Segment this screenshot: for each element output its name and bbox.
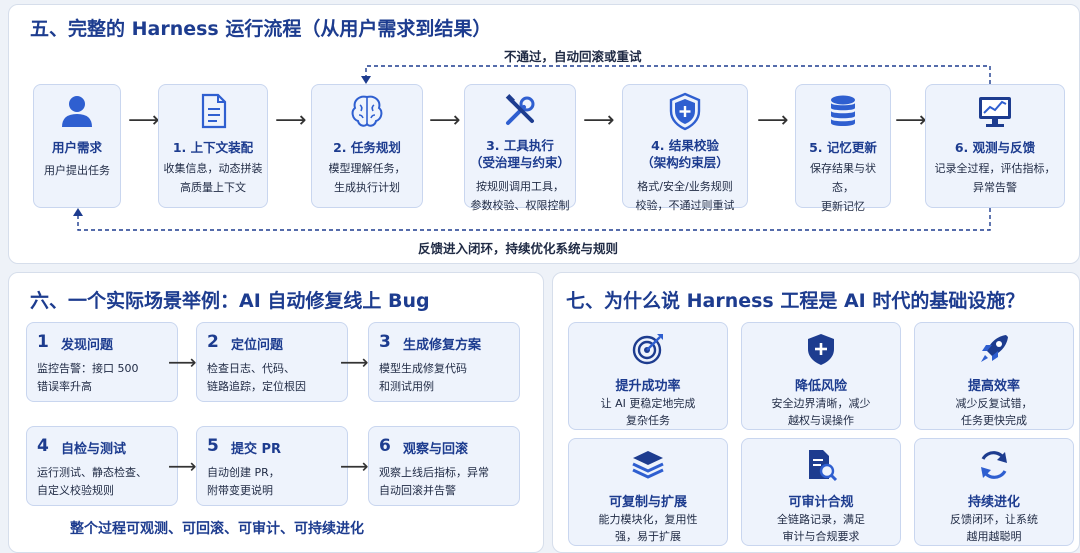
flow-step-context: 1. 上下文装配 收集信息，动态拼装 高质量上下文	[158, 84, 268, 208]
card-number: 1	[37, 332, 49, 352]
scenario-card: 5 提交 PR 自动创建 PR， 附带变更说明	[196, 426, 348, 506]
reason-card: 可复制与扩展 能力模块化，复用性 强，易于扩展	[568, 438, 728, 546]
step-title: 1. 上下文装配	[172, 140, 254, 155]
reason-desc: 安全边界清晰，减少 越权与误操作	[771, 397, 871, 427]
flow-arrow: ⟶	[895, 108, 927, 133]
scenario-arrow: ⟶	[168, 350, 197, 374]
flow-arrow: ⟶	[275, 108, 307, 133]
flow-step-planning: 2. 任务规划 模型理解任务， 生成执行计划	[311, 84, 423, 208]
card-desc: 观察上线后指标，异常 自动回滚并告警	[379, 466, 489, 497]
refresh-icon	[981, 451, 1007, 479]
step-desc: 用户提出任务	[44, 164, 110, 177]
flow-step-validation: 4. 结果校验 （架构约束层） 格式/安全/业务规则 校验，不通过则重试	[622, 84, 748, 212]
card-title: 自检与测试	[61, 442, 127, 457]
layers-icon	[632, 451, 664, 479]
step-title: 3. 工具执行 （受治理与约束）	[469, 138, 570, 170]
shield-icon	[669, 92, 701, 131]
reason-desc: 反馈闭环，让系统 越用越聪明	[950, 513, 1038, 543]
target-icon	[632, 334, 663, 365]
reason-title: 可复制与扩展	[608, 495, 687, 510]
flow-step-user-request: 用户需求 用户提出任务	[33, 84, 121, 208]
flow-step-memory: 5. 记忆更新 保存结果与状态， 更新记忆	[795, 84, 891, 213]
reason-title: 提高效率	[967, 379, 1020, 394]
card-title: 定位问题	[231, 338, 284, 353]
reason-card: 提高效率 减少反复试错， 任务更快完成	[914, 322, 1074, 430]
scenario-summary: 整个过程可观测、可回滚、可审计、可持续进化	[70, 521, 364, 537]
reason-title: 可审计合规	[788, 495, 854, 510]
reason-card: 降低风险 安全边界清晰，减少 越权与误操作	[741, 322, 901, 430]
reason-desc: 减少反复试错， 任务更快完成	[955, 397, 1033, 427]
reason-title: 降低风险	[794, 379, 847, 394]
reason-desc: 能力模块化，复用性 强，易于扩展	[598, 513, 698, 543]
section5-title: 五、完整的 Harness 运行流程（从用户需求到结果）	[30, 18, 492, 40]
card-title: 生成修复方案	[403, 338, 482, 353]
audit-icon	[809, 450, 838, 482]
card-desc: 运行测试、静态检查、 自定义校验规则	[37, 466, 147, 497]
tools-icon	[505, 94, 535, 125]
scenario-arrow: ⟶	[168, 454, 197, 478]
card-number: 4	[37, 436, 49, 456]
scenario-card: 1 发现问题 监控告警：接口 500 错误率升高	[26, 322, 178, 402]
card-number: 3	[379, 332, 391, 352]
reason-title: 提升成功率	[615, 379, 681, 394]
step-title: 用户需求	[51, 140, 102, 155]
scenario-card: 4 自检与测试 运行测试、静态检查、 自定义校验规则	[26, 426, 178, 506]
reason-desc: 让 AI 更稳定地完成 复杂任务	[600, 397, 696, 427]
reason-card: 提升成功率 让 AI 更稳定地完成 复杂任务	[568, 322, 728, 430]
brain-icon	[351, 95, 383, 127]
card-title: 提交 PR	[231, 442, 282, 457]
scenario-card: 2 定位问题 检查日志、代码、 链路追踪，定位根因	[196, 322, 348, 402]
flow-arrow: ⟶	[757, 108, 789, 133]
scenario-arrow: ⟶	[340, 350, 369, 374]
section7-title: 七、为什么说 Harness 工程是 AI 时代的基础设施？	[566, 290, 1025, 312]
shield-plus-icon	[808, 334, 834, 365]
database-icon	[831, 95, 855, 126]
card-number: 5	[207, 436, 219, 456]
section6-title: 六、一个实际场景举例：AI 自动修复线上 Bug	[30, 290, 430, 312]
card-title: 观察与回滚	[403, 442, 469, 457]
step-title: 4. 结果校验 （架构约束层）	[641, 138, 729, 170]
step-desc: 收集信息，动态拼装 高质量上下文	[163, 162, 263, 194]
card-title: 发现问题	[61, 338, 114, 353]
step-title: 6. 观测与反馈	[954, 140, 1036, 155]
step-desc: 记录全过程，评估指标， 异常告警	[934, 162, 1056, 194]
flow-step-tool-exec: 3. 工具执行 （受治理与约束） 按规则调用工具， 参数校验、权限控制	[464, 84, 576, 212]
reason-title: 持续进化	[967, 495, 1020, 510]
step-desc: 按规则调用工具， 参数校验、权限控制	[470, 180, 570, 212]
monitor-icon	[979, 97, 1011, 127]
feedback-loop-label: 反馈进入闭环，持续优化系统与规则	[418, 241, 619, 256]
card-desc: 自动创建 PR， 附带变更说明	[207, 466, 280, 497]
reason-card: 可审计合规 全链路记录，满足 审计与合规要求	[741, 438, 901, 546]
step-desc: 保存结果与状态， 更新记忆	[810, 162, 876, 213]
scenario-card: 6 观察与回滚 观察上线后指标，异常 自动回滚并告警	[368, 426, 520, 506]
flow-arrow: ⟶	[583, 108, 615, 133]
step-title: 2. 任务规划	[333, 140, 401, 155]
reason-card: 持续进化 反馈闭环，让系统 越用越聪明	[914, 438, 1074, 546]
card-desc: 检查日志、代码、 链路追踪，定位根因	[207, 362, 306, 393]
reason-desc: 全链路记录，满足 审计与合规要求	[777, 513, 865, 543]
scenario-card: 3 生成修复方案 模型生成修复代码 和测试用例	[368, 322, 520, 402]
document-icon	[201, 93, 227, 129]
user-icon	[62, 96, 92, 127]
card-desc: 监控告警：接口 500 错误率升高	[37, 362, 139, 393]
card-desc: 模型生成修复代码 和测试用例	[379, 362, 467, 393]
step-title: 5. 记忆更新	[809, 140, 877, 155]
step-desc: 格式/安全/业务规则 校验，不通过则重试	[635, 180, 735, 212]
step-desc: 模型理解任务， 生成执行计划	[328, 162, 406, 194]
card-number: 6	[379, 436, 391, 456]
scenario-panel	[8, 272, 544, 553]
scenario-arrow: ⟶	[340, 454, 369, 478]
retry-loop-label: 不通过，自动回滚或重试	[504, 49, 642, 64]
flow-arrow: ⟶	[128, 108, 160, 133]
flow-step-observe: 6. 观测与反馈 记录全过程，评估指标， 异常告警	[925, 84, 1065, 208]
card-number: 2	[207, 332, 219, 352]
rocket-icon	[981, 335, 1008, 362]
flow-arrow: ⟶	[429, 108, 461, 133]
